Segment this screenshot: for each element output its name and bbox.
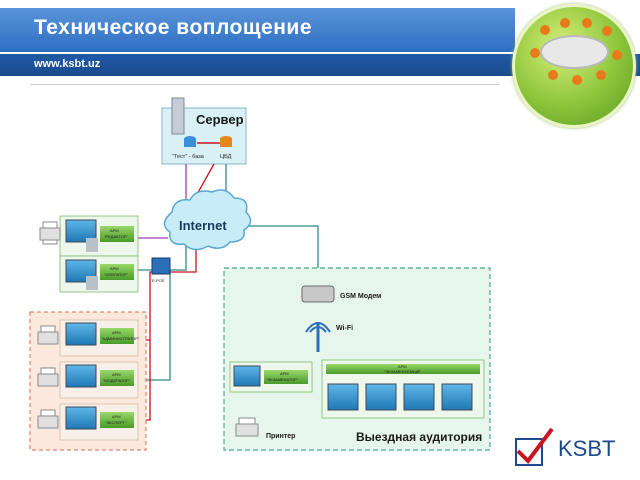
svg-text:Wi-Fi: Wi-Fi bbox=[336, 325, 353, 332]
printer-icon bbox=[235, 423, 259, 437]
person-icon bbox=[572, 75, 582, 85]
svg-text:"ОПЕРАТОР": "ОПЕРАТОР" bbox=[104, 272, 129, 277]
internet-label: Internet bbox=[179, 218, 227, 233]
svg-text:АРМ: АРМ bbox=[110, 228, 119, 233]
svg-text:АРМ: АРМ bbox=[112, 414, 121, 419]
monitor-icon bbox=[65, 219, 97, 243]
server-db1-label: "Тест" - база bbox=[172, 154, 205, 160]
person-icon bbox=[560, 18, 570, 28]
remote-room-label: Выездная аудитория bbox=[356, 430, 482, 444]
server-box: Сервер "Тест" - база ЦБД bbox=[161, 97, 247, 165]
ksbt-logo-text: KSBT bbox=[558, 436, 616, 461]
server-title: Сервер bbox=[196, 112, 244, 127]
printer-icon bbox=[37, 325, 59, 429]
monitor-icon bbox=[65, 406, 97, 430]
svg-text:АРМ: АРМ bbox=[112, 372, 121, 377]
printer-remote: Принтер bbox=[235, 417, 295, 440]
link-line bbox=[138, 270, 171, 381]
person-icon bbox=[540, 25, 550, 35]
small-modem: E-POS bbox=[151, 257, 171, 283]
examinee-group: АРМ "ЭКЗАМЕНУЕМЫЙ" bbox=[321, 359, 485, 419]
monitor-icon bbox=[403, 383, 435, 411]
server-tower-icon bbox=[171, 97, 185, 135]
svg-text:"РЕДАКТОР": "РЕДАКТОР" bbox=[104, 234, 129, 239]
monitor-icon bbox=[65, 322, 97, 346]
workstation-operator: АРМ "ОПЕРАТОР" bbox=[59, 255, 139, 293]
monitor-icon bbox=[65, 364, 97, 388]
title-band bbox=[0, 8, 515, 52]
modem-icon bbox=[301, 285, 335, 303]
ksbt-checkmark-icon bbox=[515, 427, 554, 466]
svg-text:"АДМИНИСТРАТОР": "АДМИНИСТРАТОР" bbox=[101, 336, 140, 341]
svg-text:"МОДЕРАТОР": "МОДЕРАТОР" bbox=[103, 378, 131, 383]
pc-tower-icon bbox=[86, 238, 98, 252]
monitor-icon bbox=[441, 383, 473, 411]
person-icon bbox=[530, 48, 540, 58]
svg-text:E-POS: E-POS bbox=[152, 278, 165, 283]
person-icon bbox=[612, 50, 622, 60]
remote-room-box bbox=[223, 267, 491, 451]
wifi-antenna: Wi-Fi bbox=[305, 322, 353, 352]
link-line bbox=[240, 225, 319, 268]
conference-table-icon bbox=[540, 35, 609, 69]
printer-icon bbox=[39, 221, 61, 245]
svg-text:АРМ: АРМ bbox=[112, 330, 121, 335]
svg-text:"ЭКЗАМЕНАТОР": "ЭКЗАМЕНАТОР" bbox=[266, 377, 299, 382]
person-icon bbox=[582, 18, 592, 28]
site-url: www.ksbt.uz bbox=[34, 58, 101, 70]
monitor-icon bbox=[233, 365, 261, 387]
svg-text:АРМ: АРМ bbox=[280, 371, 289, 376]
svg-text:Принтер: Принтер bbox=[266, 433, 295, 440]
svg-text:АРМ: АРМ bbox=[398, 364, 407, 369]
monitor-icon bbox=[365, 383, 397, 411]
svg-text:"ЭКЗАМЕНУЕМЫЙ": "ЭКЗАМЕНУЕМЫЙ" bbox=[384, 369, 422, 374]
workstation-examiner: АРМ "ЭКЗАМЕНАТОР" bbox=[229, 361, 313, 393]
divider bbox=[30, 84, 500, 85]
svg-text:GSM Модем: GSM Модем bbox=[340, 293, 381, 300]
person-icon bbox=[548, 70, 558, 80]
workstation-expert: АРМ "ЭКСПЕРТ" bbox=[59, 403, 139, 441]
link-line bbox=[149, 163, 215, 315]
gsm-modem: GSM Модем bbox=[301, 285, 381, 303]
server-db2-label: ЦБД bbox=[220, 154, 232, 160]
internet-cloud: Internet bbox=[163, 189, 252, 251]
monitor-icon bbox=[327, 383, 359, 411]
svg-text:"ЭКСПЕРТ": "ЭКСПЕРТ" bbox=[105, 420, 127, 425]
person-icon bbox=[602, 26, 612, 36]
person-icon bbox=[596, 70, 606, 80]
workstation-editor: АРМ "РЕДАКТОР" bbox=[59, 215, 139, 257]
svg-text:АРМ: АРМ bbox=[110, 266, 119, 271]
modem-icon bbox=[151, 257, 171, 275]
pc-tower-icon bbox=[86, 276, 98, 290]
page-title: Техническое воплощение bbox=[34, 16, 313, 39]
workstation-moderator: АРМ "МОДЕРАТОР" bbox=[59, 361, 139, 399]
workstation-admin: АРМ "АДМИНИСТРАТОР" bbox=[59, 319, 140, 357]
url-band bbox=[0, 54, 640, 76]
